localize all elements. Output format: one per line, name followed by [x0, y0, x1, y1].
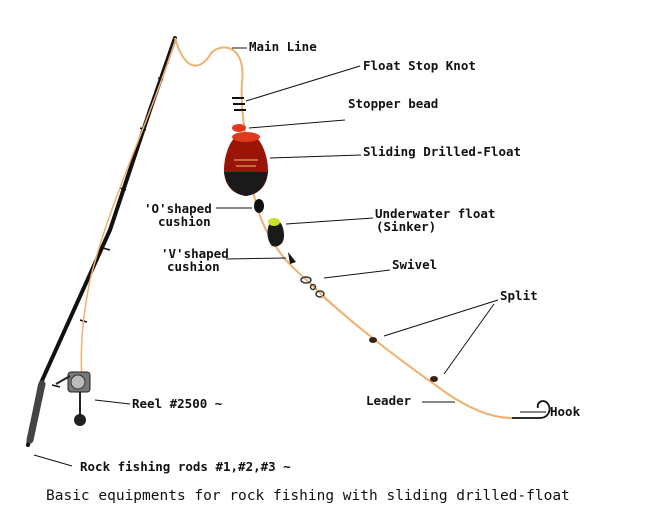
label-o-cushion-line1: 'O'shaped	[144, 201, 212, 216]
label-sliding-drilled-float: Sliding Drilled-Float	[363, 144, 521, 159]
label-leader: Leader	[366, 393, 412, 408]
o-shaped-cushion	[254, 199, 264, 213]
split-shot-2	[430, 376, 438, 382]
label-rock-fishing-rods: Rock fishing rods #1,#2,#3 ~	[80, 459, 291, 474]
label-underwater-float-line2: (Sinker)	[376, 219, 436, 234]
stopper-bead	[232, 124, 246, 132]
v-shaped-cushion	[288, 252, 296, 264]
reel	[55, 371, 91, 426]
diagram-caption: Basic equipments for rock fishing with s…	[46, 488, 570, 504]
leader-line	[321, 295, 446, 393]
fishing-rod	[26, 36, 177, 447]
label-v-cushion-line1: 'V'shaped	[161, 246, 229, 261]
line-to-reel	[80, 37, 177, 381]
label-reel: Reel #2500 ~	[132, 396, 222, 411]
hook	[512, 400, 551, 419]
float-stop-knot	[232, 97, 246, 111]
sliding-drilled-float	[224, 132, 268, 196]
underwater-float-sinker	[267, 218, 284, 247]
label-swivel: Swivel	[392, 257, 437, 272]
label-split: Split	[500, 288, 538, 303]
label-o-cushion-line2: cushion	[158, 214, 211, 229]
main-line	[174, 37, 513, 419]
label-underwater-float-line1: Underwater float	[375, 206, 495, 221]
label-stopper-bead: Stopper bead	[348, 96, 438, 111]
label-float-stop-knot: Float Stop Knot	[363, 58, 476, 73]
swivel	[300, 276, 325, 298]
pointer-lines	[33, 47, 546, 467]
split-shot-1	[369, 337, 377, 343]
label-main-line: Main Line	[249, 39, 317, 54]
label-hook: Hook	[550, 404, 581, 419]
label-v-cushion-line2: cushion	[167, 259, 220, 274]
